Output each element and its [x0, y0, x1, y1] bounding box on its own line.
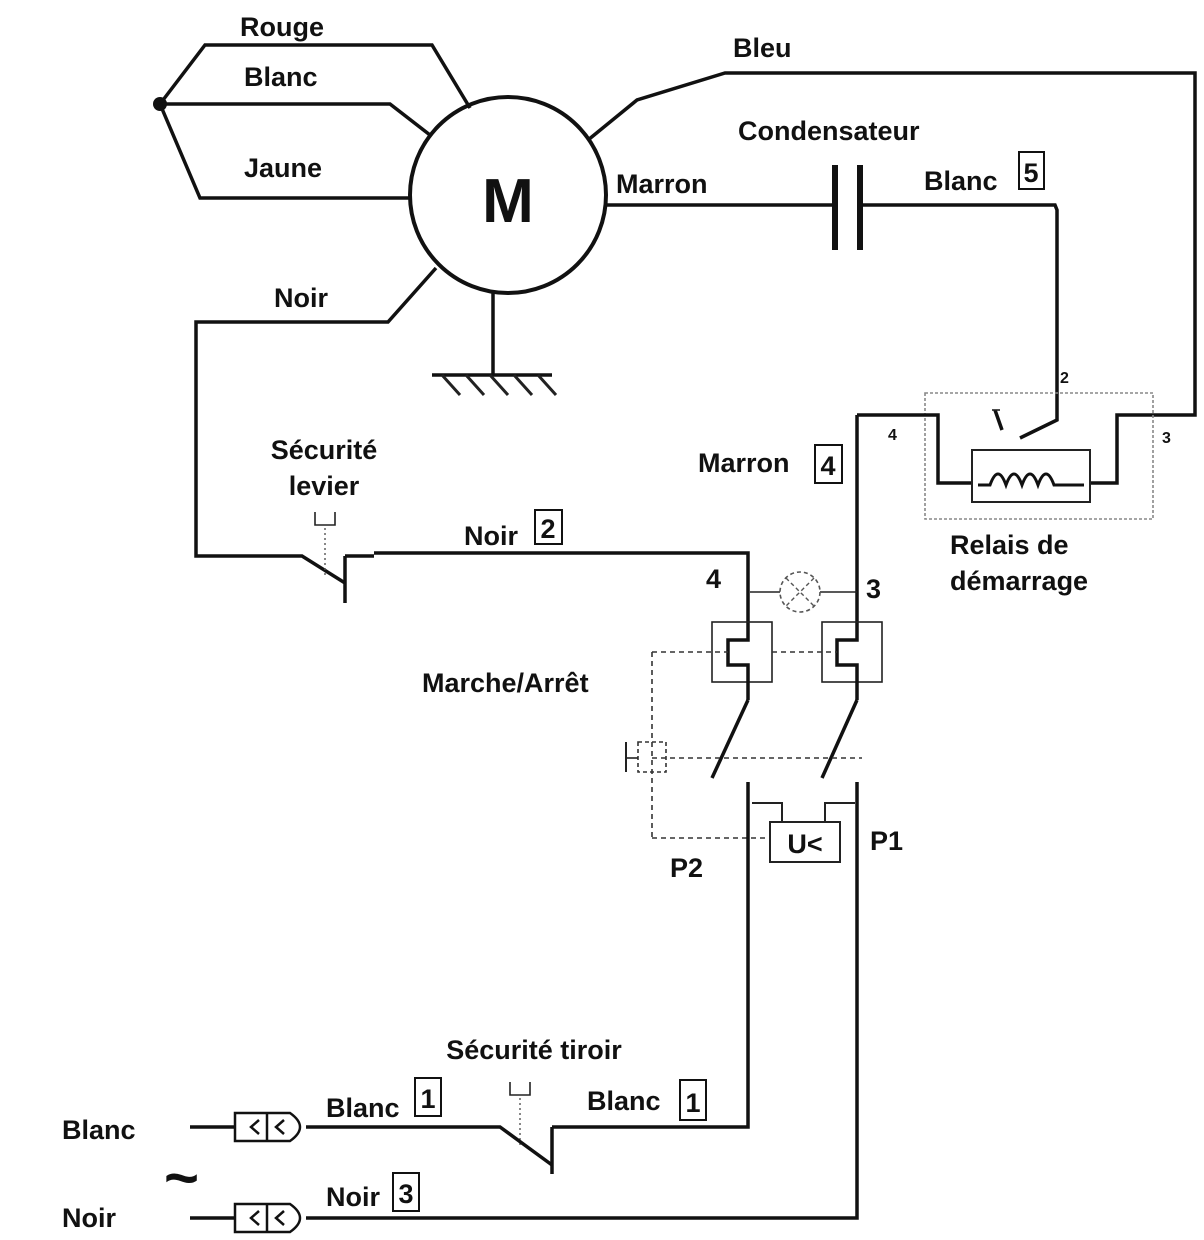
label-marron-motor: Marron [616, 169, 708, 199]
number-5: 5 [1023, 158, 1038, 188]
undervoltage-release [752, 802, 855, 863]
label-undervoltage: U< [787, 829, 822, 859]
label-supply-blanc: Blanc [62, 1115, 136, 1145]
label-securite-levier-1: Sécurité [271, 435, 378, 465]
label-rouge: Rouge [240, 12, 324, 42]
securite-tiroir-switch [509, 1082, 554, 1174]
number-4: 4 [820, 451, 835, 481]
label-relais-2: démarrage [950, 566, 1088, 596]
wire-p2-down [552, 782, 750, 1129]
label-blanc-1-right: Blanc [587, 1086, 661, 1116]
wire-rouge [158, 43, 472, 109]
label-supply-noir: Noir [62, 1203, 116, 1233]
wire-p1-down [306, 782, 859, 1220]
number-box-1-left [414, 1077, 442, 1117]
marche-arret-switch [625, 621, 883, 839]
wire-blanc-5 [862, 203, 1059, 440]
motor-symbol: M [482, 167, 534, 236]
label-blanc-5: Blanc [924, 166, 998, 196]
wire-jaune [158, 103, 410, 200]
ac-symbol: ~ [164, 1144, 199, 1211]
number-box-4 [814, 444, 843, 484]
ground-symbol [432, 293, 558, 397]
relay-term-3: 3 [1162, 430, 1171, 447]
connector-blanc [190, 1111, 302, 1143]
wire-blanc-top [160, 102, 432, 137]
label-jaune: Jaune [244, 153, 322, 183]
capacitor [832, 165, 863, 250]
start-relay [857, 392, 1154, 520]
number-1-left: 1 [420, 1084, 435, 1114]
wire-noir-2 [374, 551, 750, 625]
number-box-3 [392, 1172, 420, 1212]
number-box-1-right [679, 1079, 707, 1121]
number-box-2 [534, 509, 563, 545]
motor-winding-wires [153, 43, 472, 200]
label-noir-3: Noir [326, 1182, 380, 1212]
wire-noir-motor [194, 266, 438, 585]
label-relais-1: Relais de [950, 530, 1069, 560]
label-securite-tiroir: Sécurité tiroir [446, 1035, 622, 1065]
label-noir-2: Noir [464, 521, 518, 551]
number-2: 2 [540, 514, 555, 544]
label-marron-4: Marron [698, 448, 790, 478]
relay-term-2: 2 [1060, 370, 1069, 387]
relay-dotted-frame [924, 392, 1154, 520]
motor-circle [408, 95, 608, 295]
securite-levier-switch [314, 512, 374, 603]
label-securite-levier-2: levier [289, 471, 360, 501]
connector-noir [190, 1202, 302, 1234]
number-box-5 [1018, 151, 1045, 190]
label-condensateur: Condensateur [738, 116, 920, 146]
indicator-lamp [750, 571, 857, 613]
switch-term-3: 3 [866, 574, 881, 604]
label-marche-arret: Marche/Arrêt [422, 668, 589, 698]
label-blanc-top: Blanc [244, 62, 318, 92]
relay-term-4: 4 [888, 427, 897, 444]
switch-term-4: 4 [706, 564, 721, 594]
number-1-right: 1 [685, 1088, 700, 1118]
label-noir-motor: Noir [274, 283, 328, 313]
number-3: 3 [398, 1179, 413, 1209]
label-blanc-1-left: Blanc [326, 1093, 400, 1123]
label-p1: P1 [870, 826, 903, 856]
wire-blanc-1 [306, 1125, 554, 1167]
wire-bleu [586, 71, 1197, 485]
switch-actuator [637, 741, 667, 773]
motor: M [408, 95, 608, 295]
label-p2: P2 [670, 853, 703, 883]
label-bleu: Bleu [733, 33, 792, 63]
